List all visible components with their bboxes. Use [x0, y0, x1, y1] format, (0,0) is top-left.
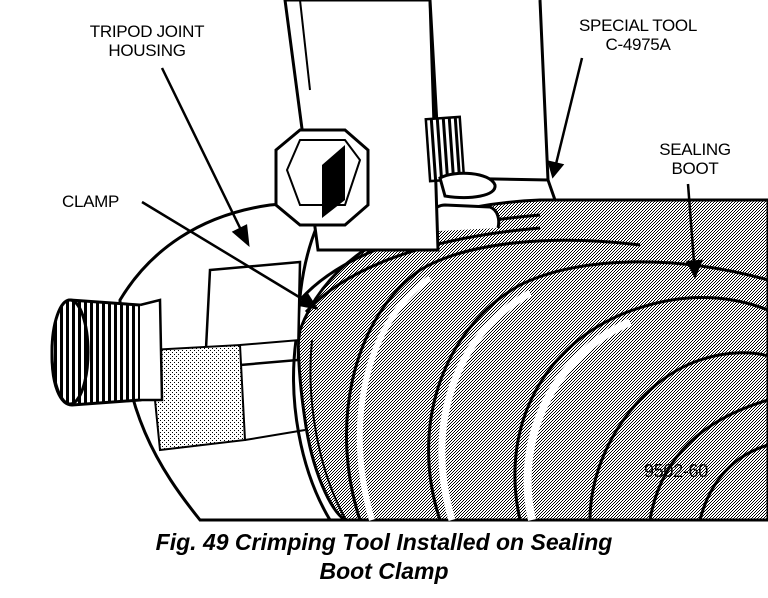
label-tripod-joint-housing: TRIPOD JOINT HOUSING [62, 22, 232, 60]
label-line: TRIPOD JOINT [89, 22, 205, 41]
splined-shaft [50, 298, 164, 407]
label-special-tool: SPECIAL TOOL C-4975A [548, 16, 728, 54]
caption-line: Fig. 49 Crimping Tool Installed on Seali… [155, 529, 613, 555]
label-clamp: CLAMP [62, 192, 120, 211]
label-line: C-4975A [605, 35, 671, 54]
label-line: SPECIAL TOOL [579, 16, 697, 35]
tripod-joint-housing [118, 198, 350, 522]
label-line: BOOT [671, 159, 719, 178]
label-line: HOUSING [108, 41, 186, 60]
figure-caption: Fig. 49 Crimping Tool Installed on Seali… [0, 528, 768, 586]
figure-code: 9502-60 [644, 461, 708, 481]
special-tool [274, 0, 557, 252]
label-sealing-boot: SEALING BOOT [640, 140, 750, 178]
caption-line: Boot Clamp [319, 558, 449, 584]
sealing-boot [295, 198, 768, 522]
clamp [292, 203, 541, 521]
label-line: SEALING [659, 140, 731, 159]
leader-arrows [141, 57, 703, 310]
